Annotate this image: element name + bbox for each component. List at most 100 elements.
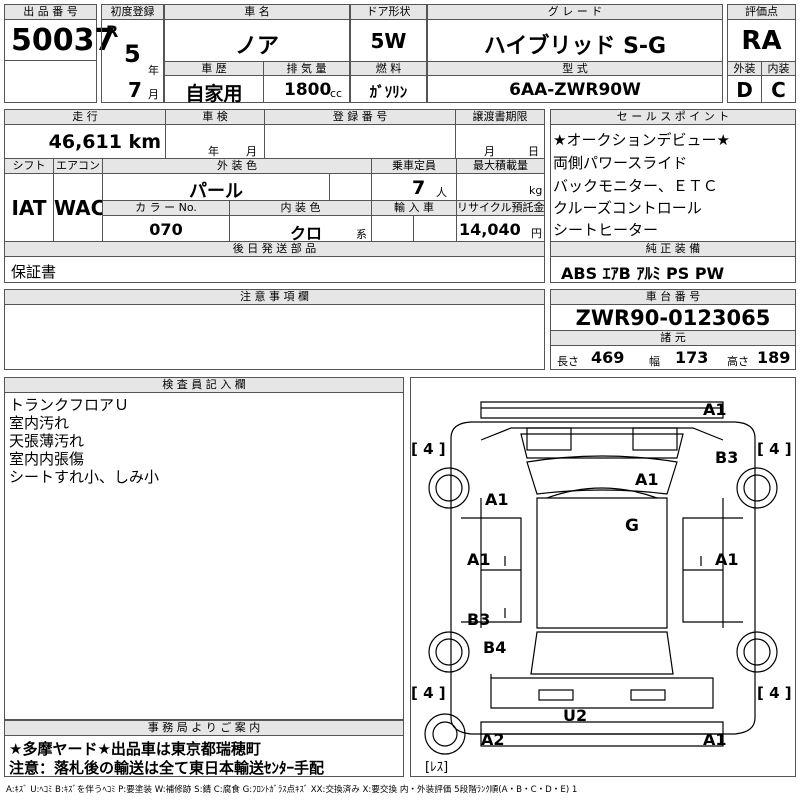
- sales-point-4: クルーズコントロール: [553, 199, 702, 217]
- sales-point-2: 両側パワースライド: [553, 154, 688, 172]
- first-registration-box: R 5 年 7 月: [101, 19, 164, 103]
- mileage: 46,611 km: [48, 131, 161, 153]
- score-label: 評価点: [727, 4, 796, 20]
- tyre-rear-left: [ 4 ]: [411, 684, 446, 702]
- inspector-label: 検 査 員 記 入 欄: [4, 377, 404, 393]
- mark-right-front: B3: [715, 448, 739, 467]
- displacement-unit: cc: [330, 87, 343, 100]
- lot-blank-box: [4, 60, 97, 103]
- tyre-front-right: [ 4 ]: [757, 440, 792, 458]
- later-parts-box: 保証書: [4, 256, 545, 283]
- specs-box: 長さ 469 幅 173 高さ 189: [550, 345, 796, 370]
- shift-box: IAT: [4, 173, 54, 242]
- model: 6AA-ZWR90W: [509, 80, 641, 100]
- later-parts-label: 後 日 発 送 部 品: [4, 241, 545, 257]
- mark-windshield: A1: [635, 470, 659, 489]
- color-extra-box: [329, 173, 372, 201]
- capacity-unit: 人: [436, 186, 447, 199]
- car-name-box: ノア: [164, 19, 350, 62]
- load-unit: kg: [529, 184, 543, 197]
- mark-left-door: A1: [467, 550, 491, 569]
- color-no: 070: [149, 220, 183, 239]
- score: RA: [741, 26, 782, 56]
- inspection-month-unit: 月: [246, 145, 257, 158]
- mark-left-rear-b4: B4: [483, 638, 507, 657]
- grade: ハイブリッド S-G: [483, 34, 667, 59]
- recycle: 14,040: [459, 220, 521, 239]
- color-label: 外 装 色: [102, 158, 372, 174]
- load-box: kg: [456, 173, 545, 201]
- notes-label: 注 意 事 項 欄: [4, 289, 545, 305]
- displacement-label: 排 気 量: [263, 61, 350, 76]
- equipment: ABS ｴｱB ｱﾙﾐ PS PW: [561, 264, 725, 283]
- score-box: RA: [727, 19, 796, 62]
- capacity: 7: [412, 177, 426, 199]
- history-label: 車 歴: [164, 61, 264, 76]
- month-unit: 月: [148, 88, 159, 101]
- mark-rear-right-a1: A1: [703, 730, 727, 749]
- spare-tyre: [ﾚｽ]: [425, 760, 449, 775]
- model-box: 6AA-ZWR90W: [427, 75, 723, 103]
- height: 189: [757, 348, 791, 367]
- door-box: 5W: [350, 19, 427, 62]
- ac-label: エアコン: [53, 158, 103, 174]
- inspector-line-4: 室内内張傷: [9, 450, 85, 468]
- interior-color-box: クロ 系: [229, 215, 372, 243]
- interior-score: C: [771, 78, 786, 102]
- plate-label: 登 録 番 号: [264, 109, 456, 125]
- sales-point-5: シートヒーター: [553, 221, 659, 239]
- length-label: 長さ: [557, 355, 579, 368]
- era: R: [106, 22, 119, 41]
- grade-box: ハイブリッド S-G: [427, 19, 723, 62]
- chassis-box: ZWR90-0123065: [550, 304, 796, 331]
- interior-color-label: 内 装 色: [229, 200, 372, 216]
- shift-label: シフト: [4, 158, 54, 174]
- color-box: パール: [102, 173, 330, 202]
- inspector-line-3: 天張薄汚れ: [9, 432, 85, 450]
- sales-point-3: バックモニター、ＥＴＣ: [553, 177, 718, 195]
- load-label: 最大積載量: [456, 158, 545, 174]
- inspector-box: トランクフロアＵ 室内汚れ 天張薄汚れ 室内内張傷 シートすれ小、しみ小: [4, 392, 404, 720]
- first-registration-label: 初度登録: [101, 4, 164, 20]
- import-box-a: [371, 215, 414, 242]
- history-box: 自家用: [164, 75, 264, 105]
- office-line-1: ★多摩ヤード★出品車は東京都瑞穂町: [9, 740, 261, 758]
- exterior-score: D: [736, 78, 753, 102]
- width-label: 幅: [649, 355, 660, 368]
- legend: A:ｷｽﾞ U:ﾍｺﾐ B:ｷｽﾞを伴うﾍｺﾐ P:要塗装 W:補修跡 S:錆 …: [6, 785, 578, 795]
- plate-box: [264, 124, 456, 159]
- grade-label: グ レ ー ド: [427, 4, 723, 20]
- capacity-label: 乗車定員: [371, 158, 457, 174]
- mark-roof: G: [625, 516, 639, 536]
- chassis-label: 車 台 番 号: [550, 289, 796, 305]
- model-label: 型 式: [427, 61, 723, 76]
- interior-color: クロ: [290, 224, 323, 243]
- mark-front-bumper: A1: [703, 400, 727, 419]
- transfer-label: 譲渡書期限: [455, 109, 545, 125]
- height-label: 高さ: [727, 355, 749, 368]
- capacity-box: 7 人: [371, 173, 457, 201]
- ac-box: WAC: [53, 173, 106, 242]
- import-box-b: [413, 215, 457, 242]
- mark-left-front: A1: [485, 490, 509, 509]
- recycle-label: リサイクル預託金: [456, 200, 545, 216]
- sales-points-label: セ ー ル ス ポ イ ン ト: [550, 109, 796, 125]
- mileage-label: 走 行: [4, 109, 166, 125]
- car-name-label: 車 名: [164, 4, 350, 20]
- fuel-label: 燃 料: [350, 61, 427, 76]
- reg-year: 5: [124, 40, 141, 68]
- tyre-front-left: [ 4 ]: [411, 440, 446, 458]
- exterior-box: D: [727, 75, 762, 103]
- interior-color-unit: 系: [356, 228, 367, 241]
- equipment-label: 純 正 装 備: [550, 241, 796, 257]
- transfer-month-unit: 月: [484, 145, 495, 158]
- lot-number-label: 出 品 番 号: [4, 4, 97, 20]
- reg-month: 7: [128, 78, 142, 102]
- door-label: ドア形状: [350, 4, 427, 20]
- sales-point-1: ★オークションデビュー★: [553, 131, 730, 149]
- ac: WAC: [54, 196, 106, 220]
- chassis-number: ZWR90-0123065: [575, 306, 771, 330]
- office-line-2: 注意：落札後の輸送は全て東日本輸送ｾﾝﾀｰ手配: [9, 759, 325, 777]
- color: パール: [189, 181, 243, 202]
- equipment-box: ABS ｴｱB ｱﾙﾐ PS PW: [550, 256, 796, 283]
